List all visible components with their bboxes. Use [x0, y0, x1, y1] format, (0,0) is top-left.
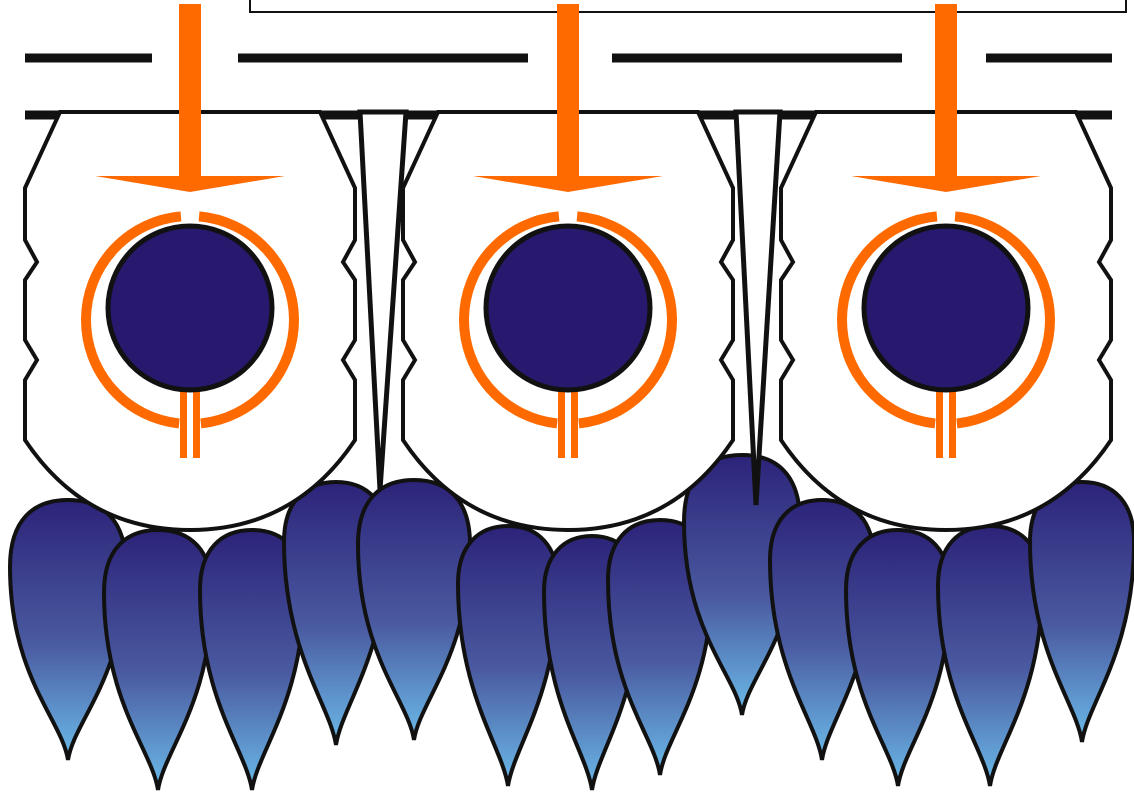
ring-stem: [571, 392, 578, 458]
nucleus: [486, 226, 650, 390]
ring-stem: [180, 392, 187, 458]
arrow-shaft: [935, 4, 957, 176]
ring-stem: [193, 392, 200, 458]
nucleus: [864, 226, 1028, 390]
tooth: [358, 480, 470, 740]
arrow-shaft: [557, 4, 579, 176]
arrow-shaft: [179, 4, 201, 176]
wedge-right: [736, 112, 780, 505]
top-frame-border: [250, 0, 1126, 12]
tooth: [846, 530, 950, 786]
nucleus: [108, 226, 272, 390]
tooth: [104, 530, 212, 790]
ring-stem: [936, 392, 943, 458]
ring-stem: [949, 392, 956, 458]
tooth: [1030, 482, 1134, 742]
tooth: [458, 526, 558, 786]
ring-stem: [558, 392, 565, 458]
wedge-left: [360, 112, 406, 490]
tooth: [938, 526, 1042, 786]
